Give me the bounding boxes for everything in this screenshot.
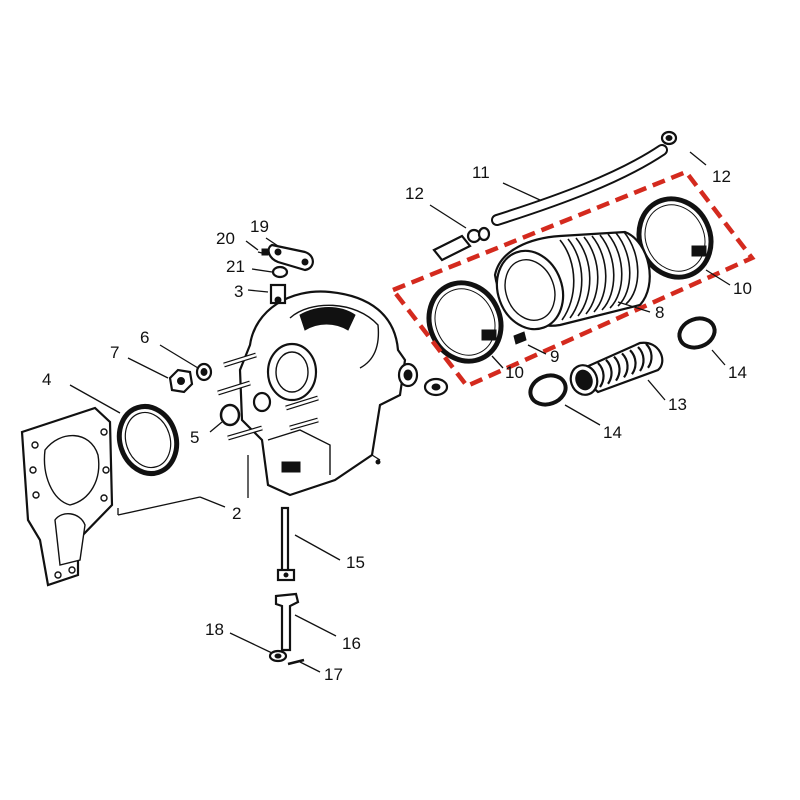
nut bbox=[168, 368, 194, 394]
bellows-rib bbox=[613, 355, 621, 382]
washer bbox=[195, 362, 213, 382]
callout-labels: 2 3 4 5 6 7 8 9 10 10 11 12 12 13 14 14 … bbox=[42, 163, 752, 684]
callout-18: 18 bbox=[205, 620, 224, 639]
callout-13: 13 bbox=[668, 395, 687, 414]
callout-21: 21 bbox=[226, 257, 245, 276]
bell-housing bbox=[238, 290, 419, 497]
callout-19: 19 bbox=[250, 217, 269, 236]
callout-6: 6 bbox=[140, 328, 149, 347]
shaft-washer bbox=[268, 649, 288, 663]
housing-studs bbox=[217, 352, 319, 441]
bellows-rib bbox=[615, 232, 631, 307]
bellows-rib bbox=[575, 237, 591, 317]
bellows-rib bbox=[599, 234, 615, 311]
callout-10: 10 bbox=[505, 363, 524, 382]
gasket bbox=[20, 406, 114, 587]
callout-7: 7 bbox=[110, 343, 119, 362]
hose-cap bbox=[660, 130, 678, 146]
bellows-rib bbox=[559, 239, 575, 321]
leader-lines bbox=[69, 151, 731, 673]
callout-20: 20 bbox=[216, 229, 235, 248]
o-ring bbox=[116, 404, 180, 476]
bellows-clamp-large bbox=[426, 280, 504, 364]
bellows-rib bbox=[629, 349, 637, 375]
pin bbox=[287, 658, 305, 666]
bellows-clamp-small bbox=[677, 316, 717, 350]
bellows-rib bbox=[637, 346, 645, 372]
callout-3: 3 bbox=[234, 282, 243, 301]
callout-2: 2 bbox=[232, 504, 241, 523]
water-hose bbox=[491, 144, 668, 226]
callout-4: 4 bbox=[42, 370, 51, 389]
callout-9: 9 bbox=[550, 347, 559, 366]
callout-15: 15 bbox=[346, 553, 365, 572]
lever-washer bbox=[271, 265, 289, 279]
bellows-rib bbox=[583, 236, 599, 315]
shift-coupler bbox=[274, 592, 300, 652]
exhaust-bellows[interactable] bbox=[486, 230, 651, 339]
callout-12: 12 bbox=[405, 184, 424, 203]
callout-10: 10 bbox=[733, 279, 752, 298]
small-o-ring bbox=[219, 403, 241, 427]
callout-11: 11 bbox=[472, 163, 490, 182]
callout-17: 17 bbox=[324, 665, 343, 684]
callout-14: 14 bbox=[603, 423, 622, 442]
bellows-rib bbox=[621, 352, 629, 379]
callout-12: 12 bbox=[712, 167, 731, 186]
callout-16: 16 bbox=[342, 634, 361, 653]
shift-cable-bellows[interactable] bbox=[567, 341, 664, 399]
bellows-rib bbox=[623, 231, 639, 305]
clip bbox=[513, 331, 527, 345]
housing-washer bbox=[423, 377, 449, 397]
bellows-clamp-small bbox=[528, 373, 568, 407]
callout-5: 5 bbox=[190, 428, 199, 447]
bushing bbox=[269, 283, 287, 305]
bellows-rib bbox=[607, 233, 623, 309]
bellows-rib bbox=[591, 235, 607, 313]
callout-14: 14 bbox=[728, 363, 747, 382]
bellows-rib bbox=[597, 362, 605, 388]
shift-shaft bbox=[276, 506, 296, 582]
callout-8: 8 bbox=[655, 303, 664, 322]
highlight-box bbox=[389, 169, 756, 389]
bellows-rib bbox=[605, 359, 613, 385]
shift-lever bbox=[267, 243, 314, 272]
bellows-rib bbox=[645, 343, 653, 369]
hose-fitting bbox=[432, 226, 491, 262]
screw bbox=[257, 248, 269, 256]
bellows-rib bbox=[567, 238, 583, 319]
